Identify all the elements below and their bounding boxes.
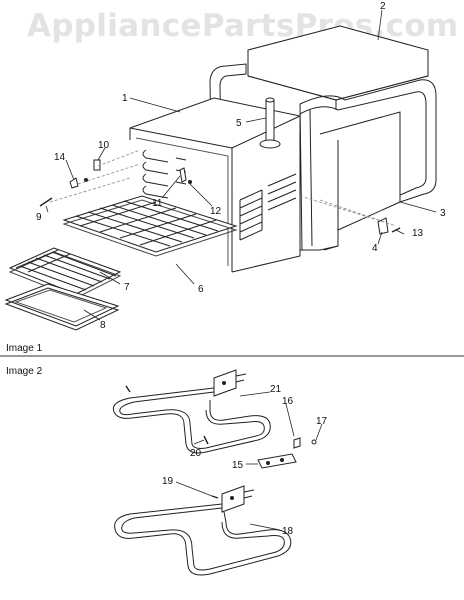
- callout-10: 10: [98, 140, 110, 151]
- callout-20: 20: [190, 448, 202, 459]
- callout-6: 6: [198, 284, 204, 295]
- vent-pipe: [259, 97, 281, 149]
- bake-element: [114, 485, 292, 576]
- callout-1: 1: [122, 93, 128, 104]
- callout-3: 3: [440, 208, 446, 219]
- oven-rack: [62, 195, 238, 257]
- callout-4: 4: [372, 243, 378, 254]
- image2-leader-lines: [175, 391, 323, 531]
- guide-lines: [49, 149, 397, 227]
- section-label-image2: Image 2: [6, 366, 43, 377]
- callout-9: 9: [36, 212, 42, 223]
- oven-cavity: [129, 97, 301, 273]
- callout-7: 7: [124, 282, 130, 293]
- callout-19: 19: [162, 476, 174, 487]
- callout-8: 8: [100, 320, 106, 331]
- callout-15: 15: [232, 460, 244, 471]
- range-housing: [209, 25, 437, 251]
- small-parts: [39, 159, 401, 235]
- callout-16: 16: [282, 396, 294, 407]
- broil-pan: [4, 283, 120, 331]
- callout-21: 21: [270, 384, 282, 395]
- image2-small-parts: [125, 385, 317, 499]
- watermark-text: AppliancePartsPros.com: [27, 8, 459, 44]
- cavity-vent-slots: [239, 173, 297, 241]
- section-label-image1: Image 1: [6, 343, 43, 354]
- callout-2: 2: [380, 1, 386, 12]
- callout-18: 18: [282, 526, 294, 537]
- broil-element: [112, 369, 271, 454]
- callout-17: 17: [316, 416, 328, 427]
- leader-lines: [45, 9, 437, 321]
- callout-13: 13: [412, 228, 424, 239]
- callout-11: 11: [152, 198, 163, 209]
- callout-labels: 1 2 3 4 5 6 7 8 9 10 11 12 13 14 15 16 1…: [36, 1, 446, 537]
- callout-5: 5: [236, 118, 242, 129]
- callout-14: 14: [54, 152, 66, 163]
- callout-12: 12: [210, 206, 222, 217]
